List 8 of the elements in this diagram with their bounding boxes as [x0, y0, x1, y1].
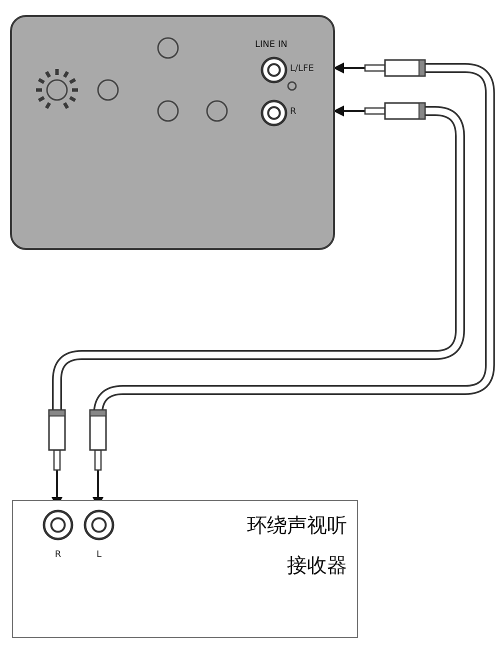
- device-panel: [10, 15, 335, 250]
- jack-label: R: [290, 107, 296, 117]
- jack-label: R: [54, 550, 62, 560]
- jack-label: L: [95, 550, 102, 560]
- receiver-box: [12, 500, 358, 638]
- panel-label: LINE IN: [255, 40, 288, 50]
- jack-label: L/LFE: [290, 64, 314, 74]
- receiver-label: 环绕声视听接收器: [246, 512, 347, 579]
